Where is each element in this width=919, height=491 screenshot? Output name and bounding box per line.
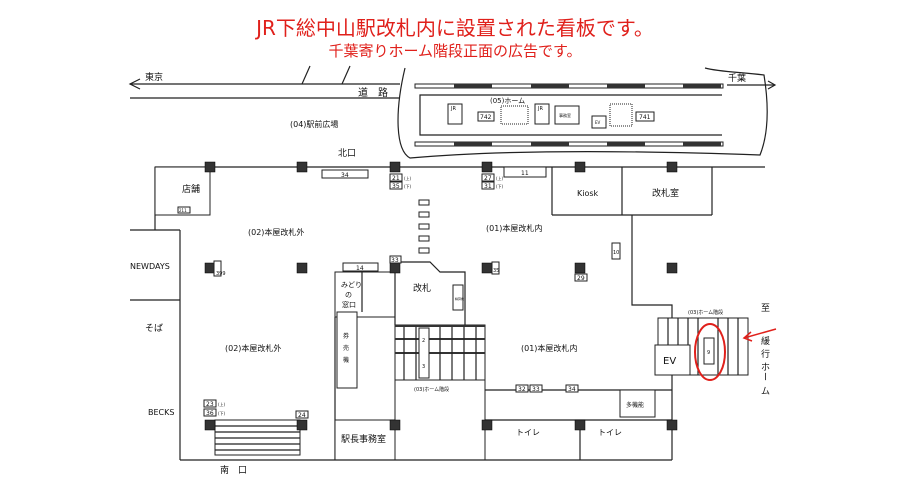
becks-label: BECKS [148, 408, 174, 417]
platform-office: 事務室 [559, 112, 571, 118]
ad-10: 10 [613, 250, 619, 256]
home-stairs-label: (03)ホーム階段 [688, 309, 723, 316]
ad-33b: 33 [532, 386, 540, 393]
ad-211: 211 [179, 208, 187, 213]
platform-outline [397, 67, 768, 159]
elevator-label: EV [663, 356, 676, 367]
local-line-label: 至 [761, 303, 770, 314]
ad-9-target: 9 [707, 350, 710, 356]
outside-gate-label: (02)本屋改札外 [248, 227, 304, 237]
inside-gate-label: (01)本屋改札内 [486, 223, 542, 233]
ad-27: 27 [484, 175, 492, 182]
ad-31: 31 [484, 183, 492, 190]
fare-machine-label: 精算機 [455, 296, 464, 301]
local-line-label: ホ [761, 362, 770, 373]
ticket-gate-label: 改札 [413, 282, 431, 294]
ad-14: 14 [356, 265, 364, 272]
kiosk-label: Kiosk [577, 189, 599, 198]
soba-label: そば [145, 323, 163, 334]
midori-window-label: の [345, 291, 352, 299]
toilet-label: トイレ [598, 428, 622, 437]
ad-32: 32 [518, 386, 526, 393]
plaza-label: (04)駅前広場 [290, 119, 338, 129]
down-label: (下) [218, 411, 226, 416]
stairs-south [214, 419, 301, 456]
down-label: (下) [496, 184, 504, 189]
outside-gate-label: (02)本屋改札外 [225, 343, 281, 353]
jr-logo: JR [450, 106, 456, 112]
midori-window-label: みどり [341, 281, 362, 289]
walls [130, 166, 765, 461]
stairs-center [394, 324, 486, 381]
platform [414, 83, 724, 147]
local-line-label: 緩 [761, 335, 770, 347]
up-label: (上) [404, 175, 412, 181]
title-line2: 千葉寄りホーム階段正面の広告です。 [328, 42, 581, 60]
ad-24: 24 [298, 412, 306, 419]
inside-gate-label: (01)本屋改札内 [521, 343, 577, 353]
ad-36: 36 [206, 410, 214, 417]
ticket-gate-pillars [418, 199, 430, 254]
ad-2: 2 [422, 338, 425, 344]
ad-35b: 35 [493, 268, 499, 274]
shop-label: 店舗 [182, 183, 200, 195]
ad-399: 399 [216, 271, 226, 277]
ticket-machine-label: 券 [343, 332, 349, 340]
ad-23: 23 [206, 401, 214, 408]
ad-21: 21 [392, 175, 400, 182]
ad-33: 33 [391, 257, 399, 264]
ticket-machine-label: 機 [343, 356, 349, 364]
newdays-label: NEWDAYS [130, 262, 170, 271]
road-label: 道 路 [358, 86, 388, 99]
ticket-machine-label: 売 [343, 344, 349, 352]
local-line-label: ー [759, 372, 769, 381]
direction-chiba: 千葉 [728, 72, 746, 84]
midori-window-label: 窓口 [342, 300, 356, 309]
local-line-label: ム [761, 386, 770, 397]
toilet-label: トイレ [516, 428, 540, 437]
direction-tokyo: 東京 [145, 71, 163, 83]
down-label: (下) [404, 184, 412, 189]
ad-numbers: 34 21 35 (上) (下) 27 31 (上) (下) 11 14 33 … [177, 166, 710, 419]
gate-office-label: 改札室 [652, 187, 679, 199]
ad-34: 34 [341, 172, 349, 179]
platform-ev: EV [595, 120, 601, 125]
highlight-circle [694, 323, 726, 381]
platform-label: (05)ホーム [490, 97, 525, 105]
ad-3: 3 [422, 364, 425, 370]
home-stairs-label: (03)ホーム階段 [414, 386, 449, 393]
ad-742: 742 [480, 114, 492, 121]
local-line-label: 行 [761, 348, 770, 360]
station-master-label: 駅長事務室 [341, 433, 386, 445]
ad-35: 35 [392, 183, 400, 190]
ad-11: 11 [521, 170, 529, 177]
title-line1: JR下総中山駅改札内に設置された看板です。 [254, 16, 654, 40]
road [128, 65, 400, 99]
north-exit: 北口 [338, 148, 356, 159]
jr-logo: JR [537, 106, 543, 112]
ad-741: 741 [639, 114, 651, 121]
up-label: (上) [496, 175, 504, 181]
up-label: (上) [218, 401, 226, 407]
multi-toilet-label: 多機能 [626, 401, 644, 409]
ad-29: 29 [577, 275, 585, 282]
elevator-box [654, 344, 691, 376]
columns [204, 161, 678, 431]
red-arrow-icon [742, 328, 777, 342]
ad-34b: 34 [568, 386, 576, 393]
south-exit: 南 口 [220, 464, 247, 476]
